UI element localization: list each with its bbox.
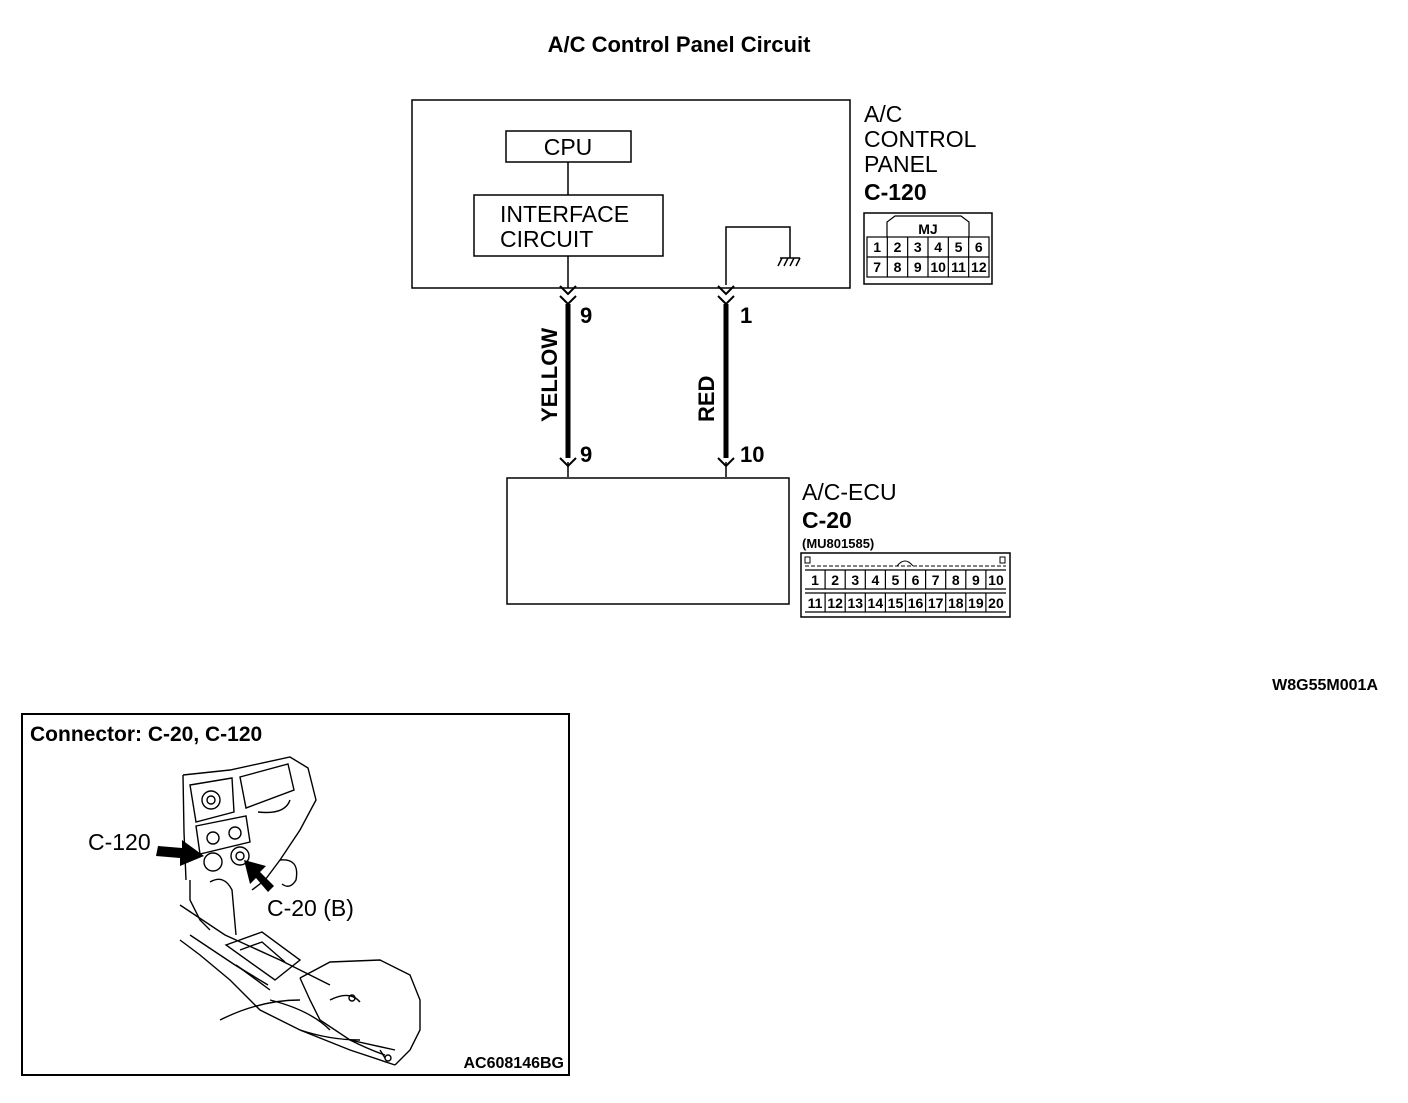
c120-pin-12: 12 — [971, 259, 987, 275]
c20-pin-9: 9 — [972, 572, 980, 588]
c120-pin-10: 10 — [930, 259, 946, 275]
c20-pin-1: 1 — [811, 572, 819, 588]
cpu-label: CPU — [544, 134, 593, 160]
c20-pin-16: 16 — [908, 595, 924, 611]
location-callout-c20: C-20 (B) — [267, 895, 354, 921]
c20-pin-15: 15 — [888, 595, 904, 611]
c20-pin-20: 20 — [988, 595, 1004, 611]
c20-pin-7: 7 — [932, 572, 940, 588]
c20-arrow-icon — [244, 860, 274, 892]
location-panel-title: Connector: C-20, C-120 — [30, 723, 262, 746]
c120-pin-11: 11 — [951, 259, 966, 275]
c20-pin-13: 13 — [847, 595, 863, 611]
c20-pin-10: 10 — [988, 572, 1004, 588]
c20-pin-4: 4 — [871, 572, 879, 588]
c120-pin-4: 4 — [934, 239, 942, 255]
yellow-pin-bottom: 9 — [580, 442, 592, 467]
yellow-pin-top: 9 — [580, 303, 592, 328]
red-wire — [717, 285, 735, 477]
dashboard-console-illustration — [179, 756, 421, 1066]
c20-pin-12: 12 — [827, 595, 843, 611]
c120-pin-8: 8 — [894, 259, 902, 275]
c120-pin-9: 9 — [914, 259, 922, 275]
c120-pin-2: 2 — [894, 239, 902, 255]
ecu-name: A/C-ECU — [802, 479, 897, 505]
location-panel-frame — [21, 713, 570, 1076]
c120-pin-1: 1 — [873, 239, 881, 255]
diagram-code: W8G55M001A — [1272, 677, 1378, 694]
c120-pin-6: 6 — [975, 239, 983, 255]
location-image-code: AC608146BG — [464, 1055, 565, 1072]
c120-pin-5: 5 — [955, 239, 963, 255]
c20-pin-11: 11 — [808, 595, 823, 611]
ground-icon — [777, 257, 801, 267]
control-panel-name-line1: A/C — [864, 101, 902, 127]
c120-arrow-icon — [156, 840, 204, 866]
ground-path — [725, 226, 791, 285]
control-panel-name-line2: CONTROL — [864, 126, 977, 152]
c20-pin-6: 6 — [912, 572, 920, 588]
control-panel-connector-id: C-120 — [864, 179, 927, 205]
c20-pin-19: 19 — [968, 595, 984, 611]
yellow-wire — [559, 285, 577, 477]
interface-label-line1: INTERFACE — [500, 201, 629, 227]
c20-pin-3: 3 — [851, 572, 859, 588]
ecu-connector-id: C-20 — [802, 507, 852, 533]
red-pin-top: 1 — [740, 303, 752, 328]
control-panel-name-line3: PANEL — [864, 151, 938, 177]
c20-pin-14: 14 — [868, 595, 884, 611]
red-pin-bottom: 10 — [740, 442, 764, 467]
c120-connector-tag: MJ — [918, 221, 937, 237]
c120-pin-7: 7 — [873, 259, 881, 275]
c20-pin-2: 2 — [831, 572, 839, 588]
c20-pin-8: 8 — [952, 572, 960, 588]
c20-pin-17: 17 — [928, 595, 944, 611]
control-panel-box — [411, 99, 851, 289]
c120-pin-3: 3 — [914, 239, 922, 255]
ecu-part-number: (MU801585) — [802, 536, 874, 551]
yellow-wire-label: YELLOW — [537, 328, 562, 422]
interface-label-line2: CIRCUIT — [500, 226, 593, 252]
ecu-box — [506, 477, 790, 605]
c20-pin-18: 18 — [948, 595, 964, 611]
diagram-title: A/C Control Panel Circuit — [548, 32, 811, 57]
red-wire-label: RED — [694, 376, 719, 422]
location-callout-c120: C-120 — [88, 829, 151, 855]
c20-pin-5: 5 — [892, 572, 900, 588]
